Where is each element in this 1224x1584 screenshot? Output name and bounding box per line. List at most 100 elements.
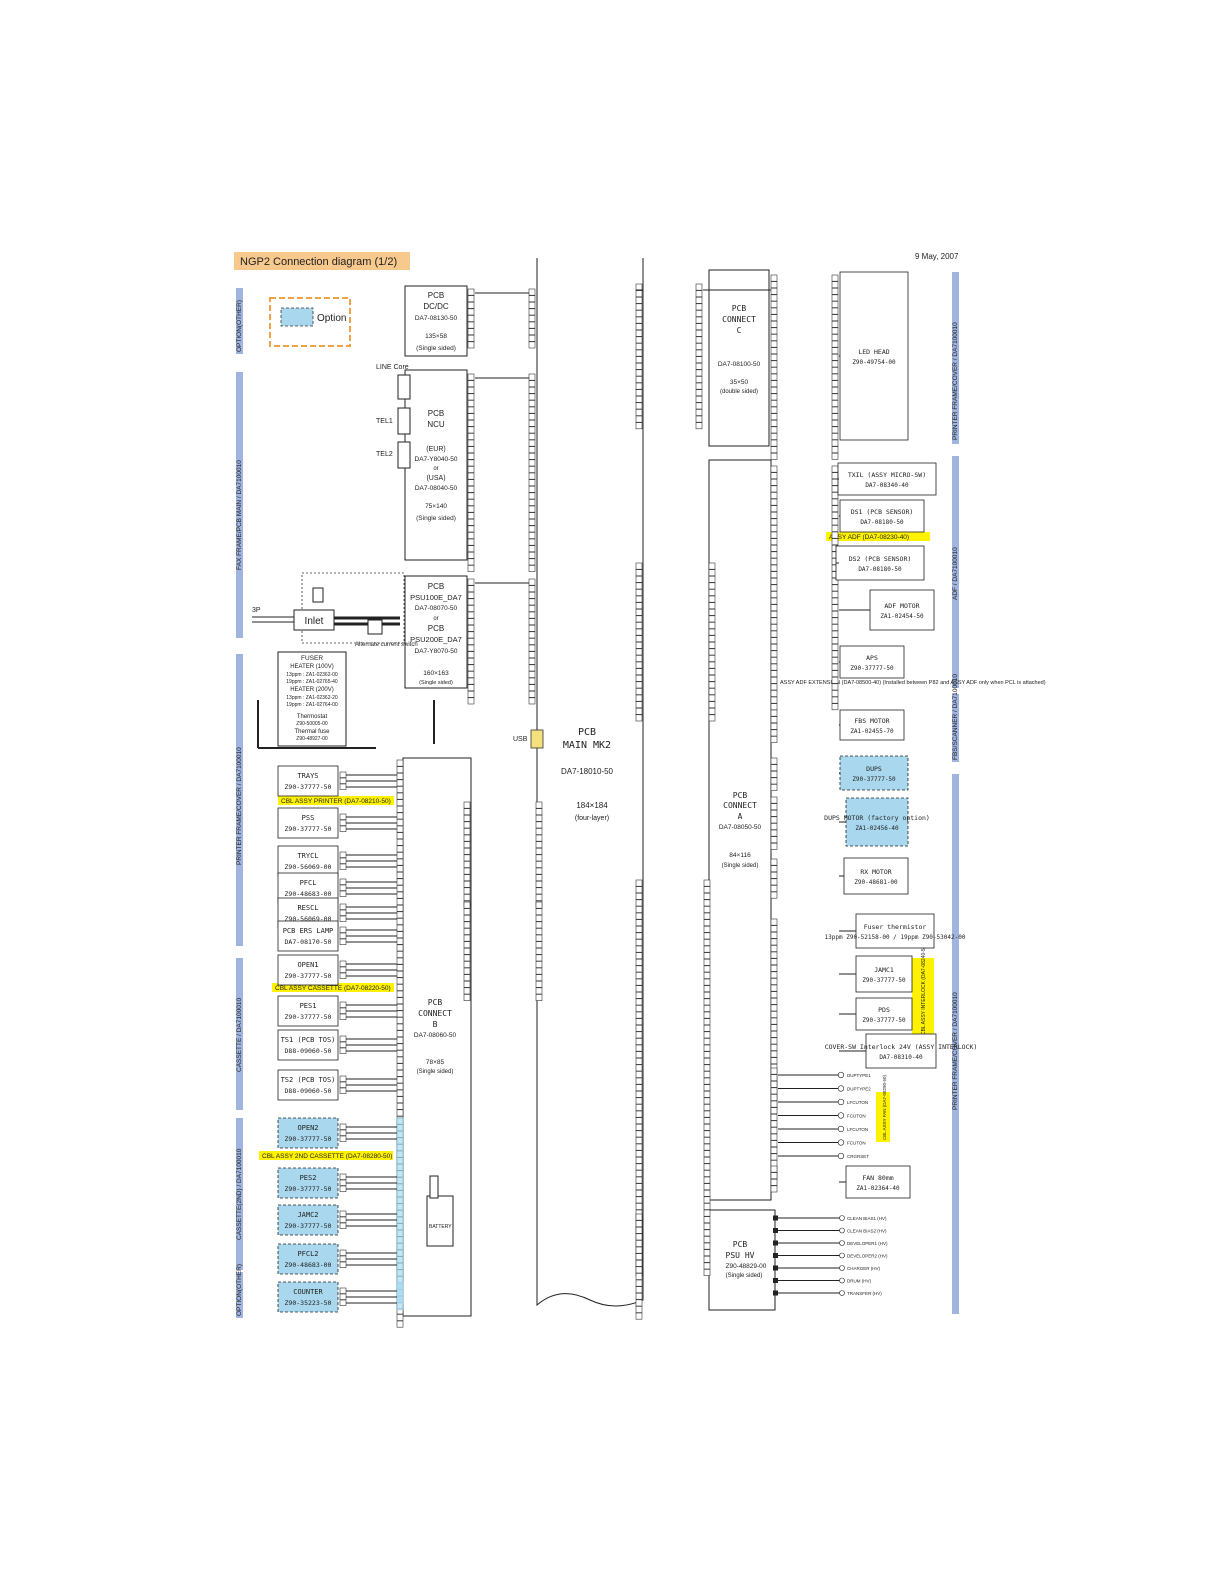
connector-pin: [770, 670, 778, 678]
connector-pin: [535, 934, 543, 942]
svg-text:Z90-37777-50: Z90-37777-50: [285, 972, 332, 980]
connector-pin: [635, 290, 643, 298]
svg-text:DA7-08050-50: DA7-08050-50: [719, 824, 762, 831]
connector-pin: [770, 1050, 778, 1058]
connector-pin: [703, 998, 711, 1006]
connector-pin: [695, 362, 703, 370]
left-components-layer: TRAYSZ90-37777-50PSSZ90-37777-50TRYCLZ90…: [277, 765, 397, 1313]
connector-pin: [535, 947, 543, 955]
connector-pin: [770, 931, 778, 939]
svg-text:13ppm : ZA1-02362-20: 13ppm : ZA1-02362-20: [286, 695, 338, 701]
svg-text:DA7-Y8070-50: DA7-Y8070-50: [415, 648, 458, 655]
connector-pin: [770, 406, 778, 414]
connector-pin: [708, 641, 716, 649]
connector-pin: [467, 341, 475, 349]
svg-text:OPEN2: OPEN2: [297, 1124, 318, 1132]
connector-pin: [635, 1143, 643, 1151]
connector-pin: [635, 608, 643, 616]
connector-pin: [635, 1011, 643, 1019]
connector-pin: [635, 1018, 643, 1026]
connector-pin: [695, 336, 703, 344]
connector-pin: [463, 921, 471, 929]
connector-pin: [635, 1253, 643, 1261]
connector-pin: [695, 283, 703, 291]
connector-pin: [770, 314, 778, 322]
side-label: CASSETTE / DA7100010: [236, 998, 243, 1072]
connector-pin: [528, 697, 536, 705]
connector-pin: [831, 485, 839, 493]
svg-text:DA7-08070-50: DA7-08070-50: [415, 605, 458, 612]
connector-pin: [535, 921, 543, 929]
connector-pin: [635, 296, 643, 304]
svg-text:B: B: [433, 1020, 438, 1029]
connector-pin: [770, 836, 778, 844]
pcb-connect-a: PCB CONNECT A DA7-08050-50 84×116 (Singl…: [719, 791, 762, 869]
connector-pin: [467, 400, 475, 407]
connector-pin: [528, 624, 536, 632]
connector-pin: [695, 356, 703, 364]
svg-text:19ppm : ZA1-02764-00: 19ppm : ZA1-02764-00: [286, 702, 338, 708]
connector-pin: [770, 334, 778, 341]
connector-pin: [396, 1314, 404, 1321]
connector-pin: [467, 671, 475, 678]
connector-pin: [770, 1160, 778, 1167]
connector-pin: [635, 879, 643, 887]
connector-pin: [467, 677, 475, 685]
connector-pin: [635, 1163, 643, 1171]
main-board-outline: [536, 258, 644, 1307]
connector-pin: [635, 648, 643, 656]
svg-text:LFCUTON: LFCUTON: [847, 1100, 868, 1105]
connector-pin: [635, 1117, 643, 1125]
connector-pin: [635, 1104, 643, 1111]
connector-pin: [635, 899, 643, 907]
connector-pin: [770, 1165, 778, 1173]
connector-pin: [831, 505, 839, 513]
connector-pin: [635, 1203, 643, 1210]
connector-pin: [467, 492, 475, 500]
svg-text:Z90-37777-50: Z90-37777-50: [862, 977, 906, 984]
connector-pin: [831, 676, 839, 684]
connector-pin: [708, 681, 716, 689]
connector-pin: [831, 683, 839, 691]
side-label: PRINTER FRAME/COVER / DA7100010: [236, 747, 243, 865]
connector-pin: [635, 978, 643, 986]
connector-pin: [635, 925, 643, 933]
connector-pin: [467, 664, 475, 672]
connector-pin: [695, 303, 703, 311]
connector-pin: [703, 939, 711, 946]
side-label: OPTION(OTHER): [236, 1264, 243, 1316]
connector-pin: [695, 296, 703, 304]
svg-text:USB: USB: [513, 736, 528, 743]
svg-text:135×58: 135×58: [425, 333, 447, 340]
connector-pin: [528, 288, 536, 296]
connector-pin: [770, 367, 778, 374]
connector-pin: [708, 668, 716, 676]
connector-pin: [831, 657, 839, 664]
connector-pin: [831, 340, 839, 348]
connector-pin: [467, 380, 475, 388]
connector-pin: [635, 1176, 643, 1184]
connector-pin: [467, 328, 475, 336]
connector-pin: [528, 631, 536, 639]
connector-pin: [463, 908, 471, 916]
connector-pin: [770, 400, 778, 407]
svg-text:NCU: NCU: [427, 420, 445, 429]
connector-pin: [770, 842, 778, 850]
cable-label: CBL ASSY 2ND CASSETTE (DA7-08280-50): [262, 1153, 392, 1160]
connector-pin: [635, 422, 643, 430]
connector-pin: [770, 1178, 778, 1186]
svg-text:DEVELOPER2 (HV): DEVELOPER2 (HV): [847, 1254, 888, 1259]
connector-pin: [528, 406, 536, 414]
connector-pin: [635, 1084, 643, 1092]
connector-pin: [396, 1010, 404, 1018]
connector-pin: [535, 841, 543, 849]
svg-text:3P: 3P: [252, 607, 261, 614]
component-ds2-pcb-sensor: DS2 (PCB SENSOR)DA7-08180-50: [835, 545, 925, 581]
pcb-psu: PCB PSU100E_DA7 DA7-08070-50 or PCB PSU2…: [404, 575, 468, 689]
connector-pin: [770, 1153, 778, 1161]
connector-pin: [635, 343, 643, 350]
